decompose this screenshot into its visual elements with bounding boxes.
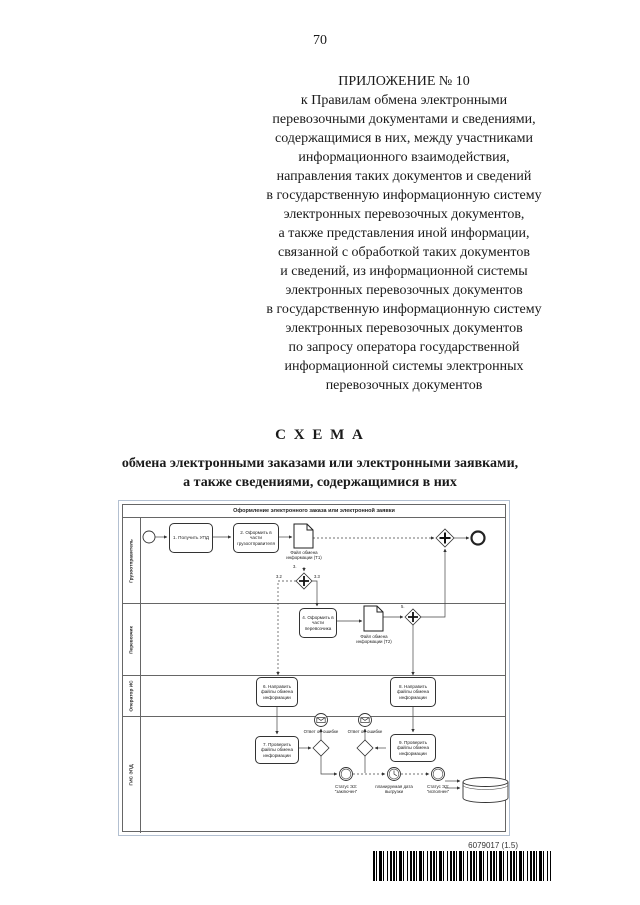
appendix-line: в государственную информационную систему [266,302,542,317]
appendix-line: электронных перевозочных документов [285,321,523,336]
lane-gis-epd: ГИС ЭПД [123,717,505,833]
schema-subtitle-line: обмена электронными заказами или электро… [121,456,519,471]
appendix-line: а также представления иной информации, [278,226,530,241]
appendix-line: электронных перевозочных документов, [283,207,525,222]
error-response-label-left: Ответ об ошибке [303,729,339,734]
error-response-label-right: Ответ об ошибке [347,729,383,734]
lane-is-operator: Оператор ИС [123,676,505,717]
barcode-number: 6079017 (1.5) [468,841,518,850]
lane-label: Грузоотправитель [123,518,141,603]
lane-carrier: Перевозчик [123,604,505,676]
gateway-3-left-label: 3.2 [276,574,282,579]
bpmn-diagram: Оформление электронного заказа или элект… [118,500,510,836]
appendix-header: ПРИЛОЖЕНИЕ № 10 к Правилам обмена электр… [243,72,565,395]
lane-label: Оператор ИС [123,676,141,716]
pool-title: Оформление электронного заказа или элект… [123,505,505,518]
status-executed-label: Статус ЭЗ: "исполнен" [426,784,450,795]
appendix-line: ПРИЛОЖЕНИЕ № 10 [338,74,470,89]
task-1-receive-upd: 1. Получить УПД [169,523,213,553]
gateway-5-label: 5. [401,604,405,609]
appendix-line: направления таких документов и сведений [276,169,532,184]
task-7-check-files: 7. Проверить файлы обмена информации [255,736,299,764]
appendix-line: информационной системы электронных [284,359,524,374]
status-concluded-label: Статус ЭЗ: "заключен" [334,784,358,795]
lane-label: ГИС ЭПД [123,717,141,833]
barcode [373,851,551,881]
timer-date-label: планируемая дата выгрузки [375,784,413,795]
task-2-fill-shipper-part: 2. Оформить в части грузоотправителя [233,523,279,553]
appendix-line: связанной с обработкой таких документов [278,245,530,260]
appendix-line: перевозочных документов [325,378,483,393]
task-8-send-files: 8. Направить файлы обмена информации [390,677,436,707]
appendix-line: по запросу оператора государственной [288,340,520,355]
schema-subtitle: обмена электронными заказами или электро… [0,454,640,492]
page-number: 70 [313,33,327,48]
schema-heading: С Х Е М А [275,427,365,443]
appendix-line: информационного взаимодействия, [298,150,510,165]
task-4-fill-carrier-part: 4. Оформить в части перевозчика [299,608,337,638]
appendix-line: в государственную информационную систему [266,188,542,203]
schema-subtitle-line: а также сведениями, содержащимися в них [183,475,457,490]
lane-label: Перевозчик [123,604,141,675]
appendix-line: электронных перевозочных документов [285,283,523,298]
appendix-line: и сведений, из информационной системы [280,264,528,279]
doc-t1-label: Файл обмена информации (Т1) [286,550,322,561]
doc-t2-label: Файл обмена информации (Т2) [356,634,392,645]
appendix-line: перевозочными документами и сведениями, [272,112,536,127]
task-9-check-files: 9. Проверить файлы обмена информации [390,734,436,762]
appendix-line: содержащимися в них, между участниками [274,131,533,146]
task-6-send-files: 6. Направить файлы обмена информации [256,677,298,707]
gateway-3-right-label: 3.3 [314,574,320,579]
gateway-3-label: 3. [293,564,297,569]
appendix-line: к Правилам обмена электронными [300,93,508,108]
